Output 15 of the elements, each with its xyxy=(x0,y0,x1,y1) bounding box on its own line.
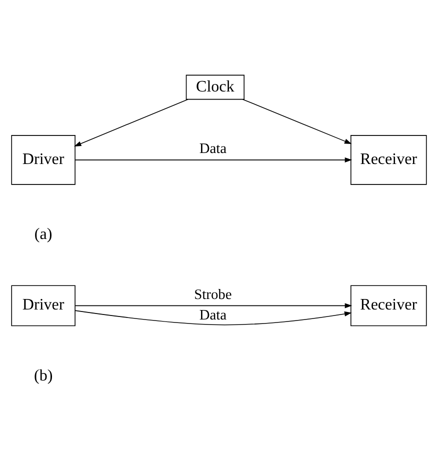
arrow xyxy=(74,310,352,325)
arrow xyxy=(74,156,352,162)
node-box: Receiver xyxy=(350,284,427,326)
node-box: Receiver xyxy=(350,134,427,184)
label: (b) xyxy=(34,366,53,384)
edge-label: Data xyxy=(199,140,227,157)
label: (a) xyxy=(34,226,52,243)
node-box: Clock xyxy=(186,74,244,100)
arrow xyxy=(74,302,352,308)
node-box: Driver xyxy=(11,134,76,184)
node-box: Driver xyxy=(11,284,76,326)
arrow xyxy=(242,98,352,144)
edge-label: Strobe xyxy=(194,286,232,302)
arrow xyxy=(74,98,188,146)
edge-label: Data xyxy=(199,307,227,324)
